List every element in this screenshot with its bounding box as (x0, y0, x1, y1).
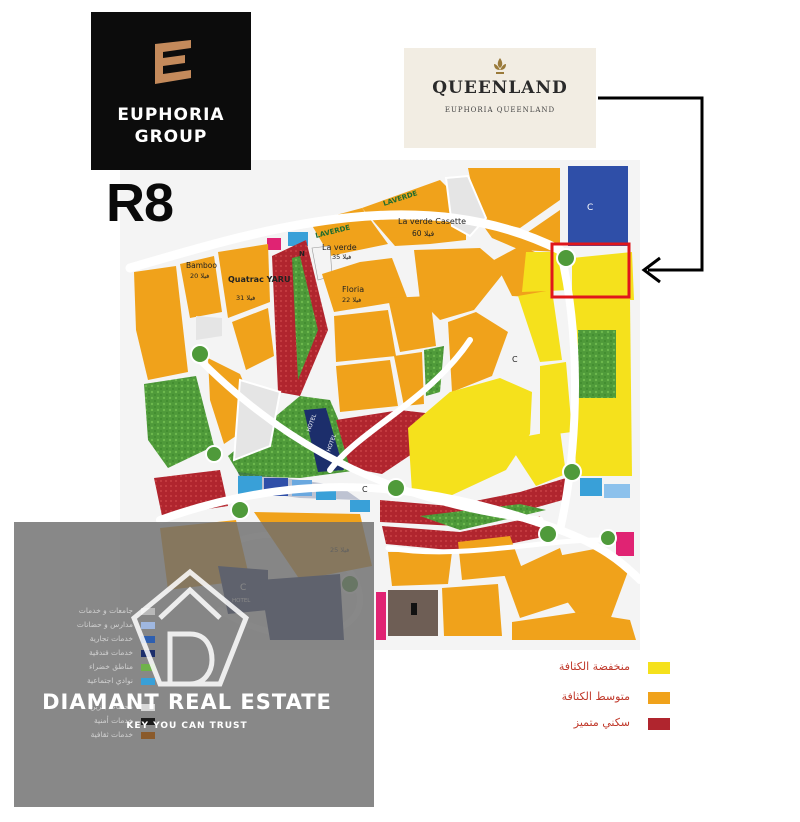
label-floria: Floria (342, 285, 364, 294)
label-n: N (299, 250, 305, 258)
watermark-tagline: KEY YOU CAN TRUST (126, 721, 248, 731)
euphoria-name-line1: EUPHORIA (117, 105, 225, 125)
label-la-verde: La verde (322, 243, 357, 252)
legend-swatch (141, 732, 155, 739)
legend-label-low-density: منخفضة الكثافة (558, 660, 630, 673)
highlight-r8-box (550, 242, 631, 299)
euphoria-group-logo: EUPHORIA GROUP (91, 12, 251, 170)
label-c-3: C (362, 485, 368, 494)
block-premium-center (336, 410, 434, 474)
legend-label-premium: سكني متميز (573, 716, 630, 729)
services-legend-row: خدمات أمنية (20, 716, 155, 727)
euphoria-e-mark-icon (155, 40, 191, 84)
label-quatrac-count: 31 فيلا (236, 294, 255, 302)
label-c-2: C (512, 355, 518, 364)
watermark-overlay (14, 522, 374, 807)
legend-swatch-medium-density (648, 692, 670, 704)
legend-swatch (141, 678, 155, 685)
queenland-subtitle: EUPHORIA QUEENLAND (444, 106, 556, 114)
watermark-name: DIAMANT REAL ESTATE (42, 690, 332, 714)
pointer-arrow (598, 96, 704, 284)
legend-swatch (141, 664, 155, 671)
legend-swatch (141, 704, 155, 711)
services-legend-row: مناطق خضراء (20, 662, 155, 673)
label-floria-count: 22 فيلا (342, 296, 361, 304)
label-la-verde-count: 35 فيلا (332, 253, 351, 261)
services-legend-row: خدمات تجارية (20, 634, 155, 645)
services-legend-row: جامعات و خدمات (20, 606, 155, 617)
legend-swatch (141, 636, 155, 643)
label-la-verde-casette-count: 60 فيلا (412, 229, 435, 238)
services-legend-row: نوادي اجتماعية (20, 676, 155, 687)
euphoria-name-line2: GROUP (134, 127, 208, 147)
services-legend-row: محطات بنزين (20, 702, 155, 713)
legend-row-low-density: منخفضة الكثافة (520, 658, 670, 678)
legend-label-medium-density: متوسط الكثافة (561, 690, 630, 703)
label-c-1: C (587, 203, 593, 213)
label-bamboo: Bamboo (186, 261, 217, 270)
legend-row-premium: سكني متميز (520, 714, 670, 734)
services-legend-row: خدمات ثقافية (20, 730, 155, 741)
label-bamboo-count: 20 فيلا (190, 272, 209, 280)
block-bottom-right (376, 536, 636, 640)
label-la-verde-casette: La verde Casette (398, 217, 466, 226)
queenland-logo: QUEENLAND EUPHORIA QUEENLAND (404, 48, 596, 148)
label-quatrac: Quatrac YARU (228, 275, 290, 284)
legend-swatch (141, 622, 155, 629)
legend-row-medium-density: متوسط الكثافة (520, 688, 670, 708)
legend-swatch-premium (648, 718, 670, 730)
queenland-title: QUEENLAND (432, 78, 568, 98)
project-code: R8 (106, 173, 174, 233)
services-legend-row: مدارس و حضانات (20, 620, 155, 631)
fleur-de-lis-icon (494, 58, 506, 74)
legend-swatch-low-density (648, 662, 670, 674)
legend-swatch (141, 718, 155, 725)
legend-swatch (141, 608, 155, 615)
diamant-logo-icon (131, 568, 249, 687)
